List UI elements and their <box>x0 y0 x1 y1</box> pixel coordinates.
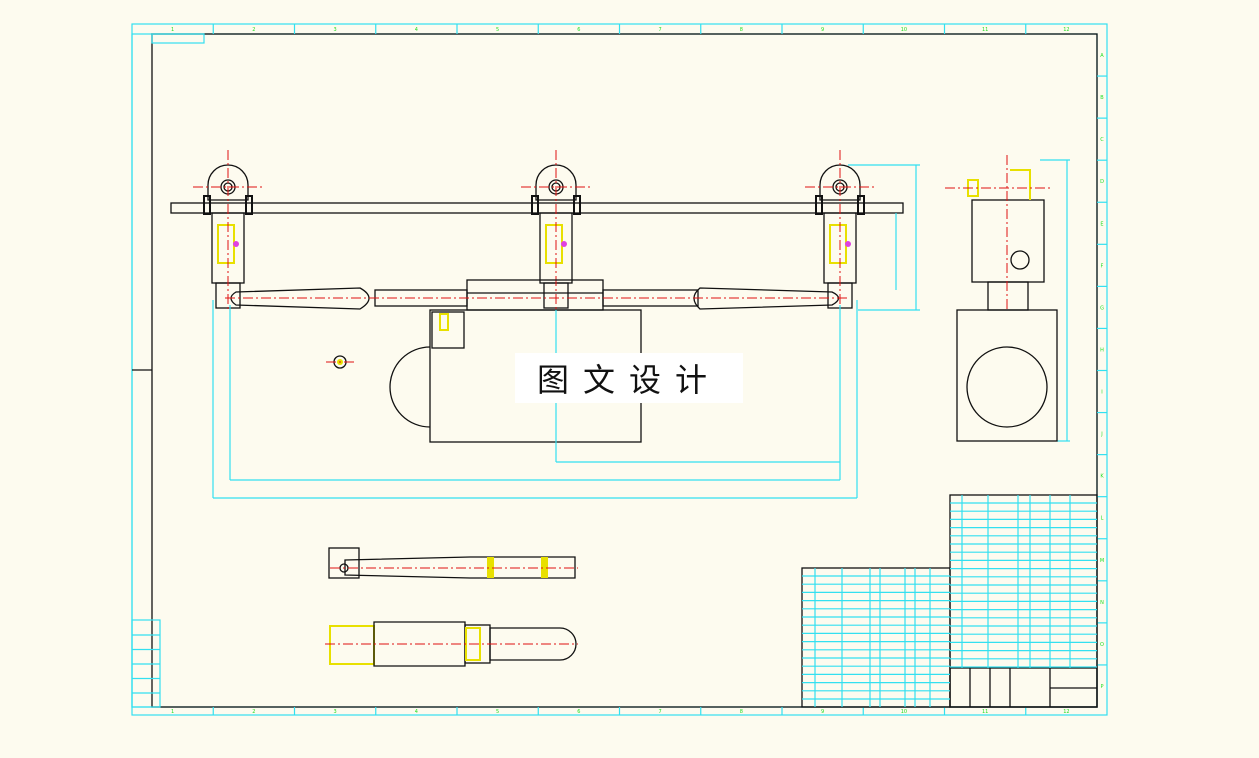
row-label: K <box>1100 474 1104 480</box>
column-label: 7 <box>659 27 662 33</box>
row-label: O <box>1100 642 1104 648</box>
column-label: 8 <box>740 27 743 33</box>
roller-unit <box>521 150 591 310</box>
column-label: 12 <box>1063 27 1069 33</box>
side-view <box>945 155 1058 442</box>
detail-view-arm <box>328 547 578 579</box>
column-label: 5 <box>496 709 499 715</box>
row-label: E <box>1100 221 1103 227</box>
column-label: 10 <box>901 27 907 33</box>
dimension-lines <box>212 159 1070 499</box>
detail-view-cylinder <box>325 621 578 667</box>
column-label: 12 <box>1063 709 1069 715</box>
row-label: I <box>1101 390 1102 396</box>
column-label: 10 <box>901 709 907 715</box>
column-label: 2 <box>252 709 255 715</box>
column-label: 3 <box>334 27 337 33</box>
column-label: 9 <box>821 27 824 33</box>
row-label: A <box>1100 53 1104 59</box>
roller-unit <box>805 150 875 310</box>
grid-labels: 112233445566778899101011111212ABCDEFGHIJ… <box>171 24 1107 715</box>
row-label: M <box>1100 558 1104 564</box>
row-label: J <box>1100 432 1102 438</box>
column-label: 11 <box>982 27 988 33</box>
parts-list-and-title-block <box>131 494 1098 708</box>
row-label: D <box>1100 179 1104 185</box>
row-label: L <box>1101 516 1104 522</box>
column-label: 1 <box>171 27 174 33</box>
column-label: 8 <box>740 709 743 715</box>
row-label: F <box>1101 263 1104 269</box>
column-label: 4 <box>415 27 418 33</box>
column-label: 9 <box>821 709 824 715</box>
column-label: 4 <box>415 709 418 715</box>
row-label: P <box>1100 684 1103 690</box>
row-label: C <box>1100 137 1104 143</box>
roller-unit <box>193 150 263 310</box>
column-label: 2 <box>252 27 255 33</box>
column-label: 7 <box>659 709 662 715</box>
watermark: 图文设计 <box>515 353 743 403</box>
front-view <box>170 150 904 443</box>
row-label: H <box>1100 347 1104 353</box>
row-label: G <box>1100 305 1104 311</box>
column-label: 3 <box>334 709 337 715</box>
column-label: 1 <box>171 709 174 715</box>
column-label: 6 <box>577 709 580 715</box>
column-label: 11 <box>982 709 988 715</box>
column-label: 6 <box>577 27 580 33</box>
row-label: N <box>1100 600 1104 606</box>
row-label: B <box>1100 95 1104 101</box>
column-label: 5 <box>496 27 499 33</box>
